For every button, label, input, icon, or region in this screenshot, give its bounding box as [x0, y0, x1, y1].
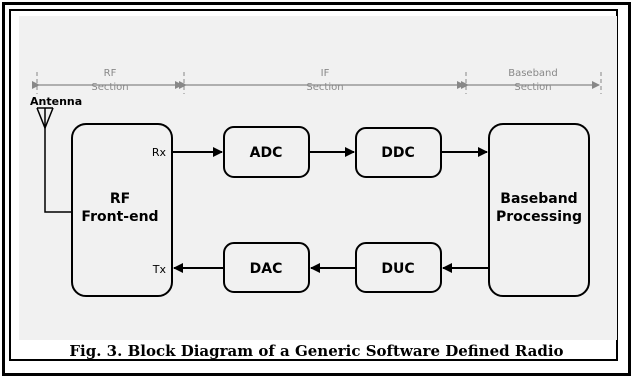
- duc-label: DUC: [381, 261, 414, 277]
- inner-frame: [9, 9, 618, 361]
- rf-section-label-1: RF: [104, 68, 117, 79]
- baseband-processing-block: [488, 123, 590, 297]
- rf-frontend-block: [71, 123, 173, 297]
- baseband-label-2: Processing: [496, 209, 582, 225]
- if-section-label-2: Section: [306, 82, 343, 93]
- tx-port-label: Tx: [152, 263, 167, 276]
- rf-frontend-label-1: RF: [110, 191, 130, 207]
- baseband-section-label-1: Baseband: [508, 68, 558, 79]
- rf-frontend-label-2: Front-end: [81, 209, 158, 225]
- baseband-section-label-2: Section: [514, 82, 551, 93]
- antenna-label: Antenna: [30, 95, 82, 108]
- rx-port-label: Rx: [152, 146, 167, 159]
- rf-section-label-2: Section: [91, 82, 128, 93]
- baseband-label-1: Baseband: [500, 191, 577, 207]
- ddc-label: DDC: [381, 145, 415, 161]
- figure-caption: Fig. 3. Block Diagram of a Generic Softw…: [69, 342, 564, 360]
- dac-label: DAC: [250, 261, 283, 277]
- if-section-label-1: IF: [321, 68, 330, 79]
- antenna-icon: [36, 107, 72, 213]
- adc-label: ADC: [250, 145, 283, 161]
